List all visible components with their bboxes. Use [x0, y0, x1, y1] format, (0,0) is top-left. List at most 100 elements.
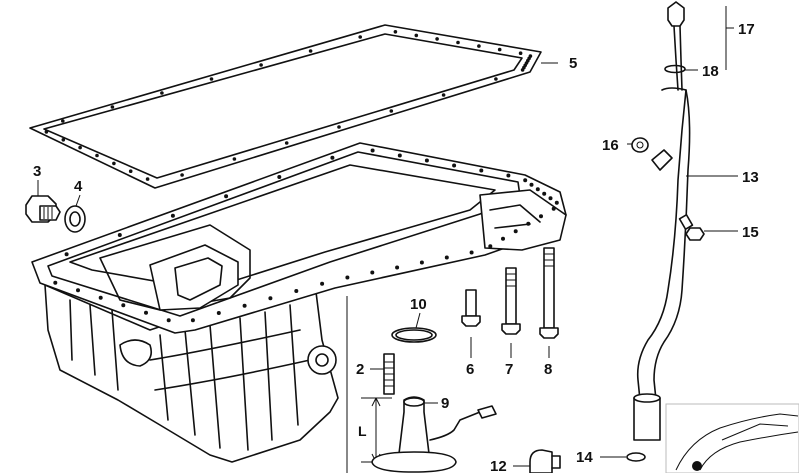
bolt-hole: [441, 93, 446, 97]
bolt-hole: [337, 125, 341, 129]
bolt-hole: [551, 206, 556, 211]
oil-pan: [31, 142, 567, 463]
drain-plug: [25, 195, 61, 223]
bolt-hole: [548, 196, 553, 201]
label-part-18: 18: [702, 63, 719, 80]
bolt-hole: [216, 311, 221, 315]
bolt-hole: [224, 194, 229, 199]
bolt-hole: [456, 40, 460, 45]
rubber-grommet: [631, 137, 649, 153]
label-part-17: 17: [738, 21, 755, 38]
bolt-hole: [397, 153, 402, 158]
bolt-hole: [506, 173, 511, 178]
bolt-hole: [539, 214, 543, 219]
bolt-hole: [320, 281, 325, 286]
bolt-hole: [444, 255, 449, 260]
bolt-hole: [529, 182, 534, 187]
bolt-hole: [345, 275, 350, 280]
label-part-13: 13: [742, 169, 759, 186]
bolt-hole: [61, 119, 65, 123]
bolt-hole: [117, 233, 122, 237]
bolt-hole: [479, 168, 484, 173]
bolt-hole: [518, 51, 523, 55]
guide-tube: [633, 87, 691, 441]
bolt-hole: [554, 200, 559, 205]
bolt-hole: [308, 49, 313, 53]
bolt-hole: [477, 44, 481, 48]
bolt-hole: [190, 318, 195, 323]
label-part-7: 7: [505, 361, 513, 378]
o-ring: [391, 327, 437, 343]
label-part-5: 5: [569, 55, 577, 72]
bolt-hole: [452, 163, 457, 168]
stud: [383, 353, 395, 395]
bolt-hole: [209, 77, 214, 81]
bolt-hole: [488, 244, 493, 249]
bolt-hole: [76, 288, 80, 293]
seal-ring-14: [626, 452, 646, 462]
bolt-7: [501, 267, 521, 335]
bolt-hole: [284, 141, 289, 145]
bolt-hole: [144, 310, 148, 315]
bolt-hole: [535, 187, 540, 192]
bolt-hole: [494, 77, 498, 81]
bolt-hole: [110, 105, 115, 109]
leader-lines: [37, 6, 738, 467]
label-part-9: 9: [441, 395, 449, 412]
bolt-hole: [370, 270, 375, 275]
bolt-hole: [98, 295, 103, 300]
label-part-10: 10: [410, 296, 427, 313]
bolt-hole: [277, 175, 282, 179]
bolt-8: [539, 247, 559, 339]
dipstick: [667, 1, 685, 91]
bolt-hole: [414, 33, 419, 38]
bolt-hole: [395, 265, 400, 270]
label-dimension-L: L: [358, 423, 367, 439]
vehicle-location-thumbnail: [665, 403, 799, 473]
label-part-8: 8: [544, 361, 552, 378]
bolt-hole: [78, 145, 82, 150]
bolt-hole: [497, 47, 502, 52]
label-part-4: 4: [74, 178, 83, 195]
sealing-washer: [64, 205, 86, 233]
bolt-hole: [358, 35, 363, 39]
hex-bolt-15: [678, 214, 705, 241]
bolt-hole: [435, 37, 439, 41]
bolt-hole: [526, 221, 531, 226]
label-part-6: 6: [466, 361, 474, 378]
bolt-hole: [61, 138, 66, 142]
bolt-hole: [242, 303, 247, 308]
bolt-hole: [389, 109, 394, 113]
bolt-hole: [166, 318, 171, 323]
bolt-hole: [268, 296, 273, 301]
label-part-2: 2: [356, 361, 364, 378]
oil-pan-gasket: [29, 24, 542, 189]
bolt-hole: [393, 30, 398, 34]
bolt-hole: [64, 252, 69, 257]
bolt-hole: [112, 161, 116, 166]
bolt-hole: [469, 250, 474, 255]
bolt-hole: [259, 63, 263, 67]
bolt-6: [461, 289, 481, 327]
bolt-hole: [419, 260, 424, 265]
label-part-16: 16: [602, 137, 619, 154]
bolt-hole: [520, 68, 525, 72]
bolt-hole: [232, 157, 237, 161]
bolt-hole: [170, 213, 175, 218]
bolt-hole: [145, 177, 150, 181]
bolt-hole: [370, 148, 375, 153]
bolt-hole: [330, 155, 335, 160]
label-part-14: 14: [576, 449, 593, 466]
label-part-3: 3: [33, 163, 41, 180]
oil-level-sensor: [346, 296, 497, 473]
bolt-hole: [121, 303, 126, 308]
bolt-hole: [294, 289, 299, 293]
label-part-12: 12: [490, 458, 507, 473]
bolt-hole: [513, 229, 518, 234]
bolt-hole: [523, 178, 528, 183]
bolt-hole: [160, 91, 164, 95]
bolt-hole: [424, 158, 429, 163]
sensor-connector: [529, 449, 561, 473]
bolt-hole: [95, 153, 99, 158]
